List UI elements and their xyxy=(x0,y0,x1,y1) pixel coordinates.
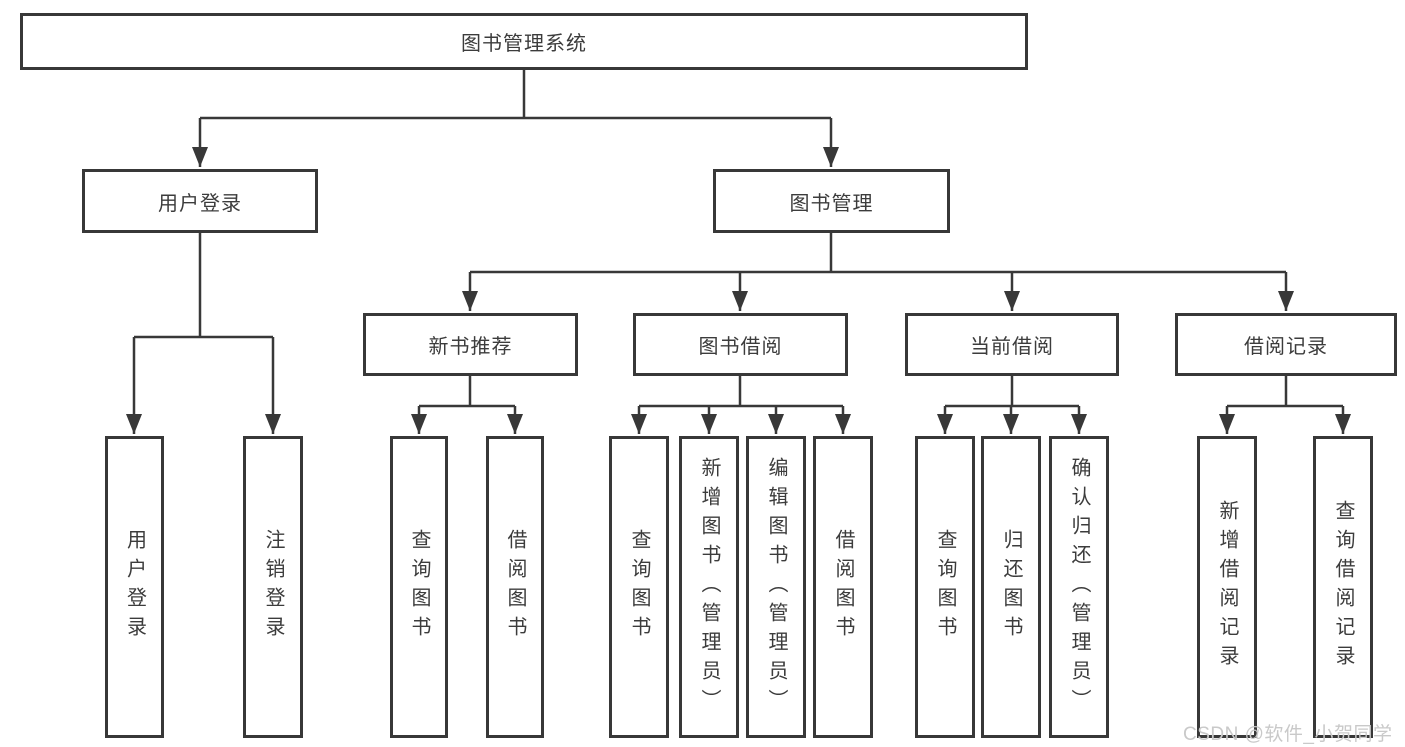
leaf-query-book-current-label: 查询图书 xyxy=(934,529,956,645)
leaf-logout: 注销登录 xyxy=(243,436,303,738)
leaf-query-borrow-record-label: 查询借阅记录 xyxy=(1332,500,1354,674)
csdn-watermark: CSDN @软件_小贺同学 xyxy=(1183,724,1393,745)
leaf-query-book-borrowing: 查询图书 xyxy=(609,436,669,738)
leaf-add-book-admin: 新增图书（管理员） xyxy=(679,436,739,738)
leaf-borrow-book-borrowing-label: 借阅图书 xyxy=(832,529,854,645)
node-current-borrowing: 当前借阅 xyxy=(905,313,1119,376)
node-book-management: 图书管理 xyxy=(713,169,950,233)
leaf-query-book-recommend: 查询图书 xyxy=(390,436,448,738)
leaf-add-borrow-record-label: 新增借阅记录 xyxy=(1216,500,1238,674)
node-root: 图书管理系统 xyxy=(20,13,1028,70)
leaf-logout-label: 注销登录 xyxy=(262,529,284,645)
leaf-confirm-return-admin-label: 确认归还（管理员） xyxy=(1068,456,1090,718)
leaf-edit-book-admin: 编辑图书（管理员） xyxy=(746,436,806,738)
node-book-borrowing-label: 图书借阅 xyxy=(698,336,783,358)
leaf-confirm-return-admin: 确认归还（管理员） xyxy=(1049,436,1109,738)
leaf-user-login-label: 用户登录 xyxy=(123,529,146,645)
node-book-borrowing: 图书借阅 xyxy=(633,313,848,376)
leaf-user-login: 用户登录 xyxy=(105,436,164,738)
leaf-return-book-label: 归还图书 xyxy=(1000,529,1022,645)
leaf-borrow-book-recommend: 借阅图书 xyxy=(486,436,544,738)
leaf-add-borrow-record: 新增借阅记录 xyxy=(1197,436,1257,738)
leaf-query-book-borrowing-label: 查询图书 xyxy=(628,529,650,645)
node-new-book-recommendation: 新书推荐 xyxy=(363,313,578,376)
leaf-query-borrow-record: 查询借阅记录 xyxy=(1313,436,1373,738)
node-user-login-label: 用户登录 xyxy=(158,192,242,215)
leaf-add-book-admin-label: 新增图书（管理员） xyxy=(698,456,720,718)
node-new-book-recommendation-label: 新书推荐 xyxy=(428,336,513,358)
node-book-management-label: 图书管理 xyxy=(789,192,874,215)
leaf-return-book: 归还图书 xyxy=(981,436,1041,738)
leaf-query-book-recommend-label: 查询图书 xyxy=(408,529,430,645)
leaf-edit-book-admin-label: 编辑图书（管理员） xyxy=(765,456,787,718)
leaf-borrow-book-borrowing: 借阅图书 xyxy=(813,436,873,738)
node-user-login: 用户登录 xyxy=(82,169,318,233)
node-borrowing-records-label: 借阅记录 xyxy=(1244,336,1328,358)
node-root-label: 图书管理系统 xyxy=(461,33,587,55)
leaf-query-book-current: 查询图书 xyxy=(915,436,975,738)
leaf-borrow-book-recommend-label: 借阅图书 xyxy=(504,529,526,645)
node-current-borrowing-label: 当前借阅 xyxy=(970,336,1054,358)
node-borrowing-records: 借阅记录 xyxy=(1175,313,1397,376)
